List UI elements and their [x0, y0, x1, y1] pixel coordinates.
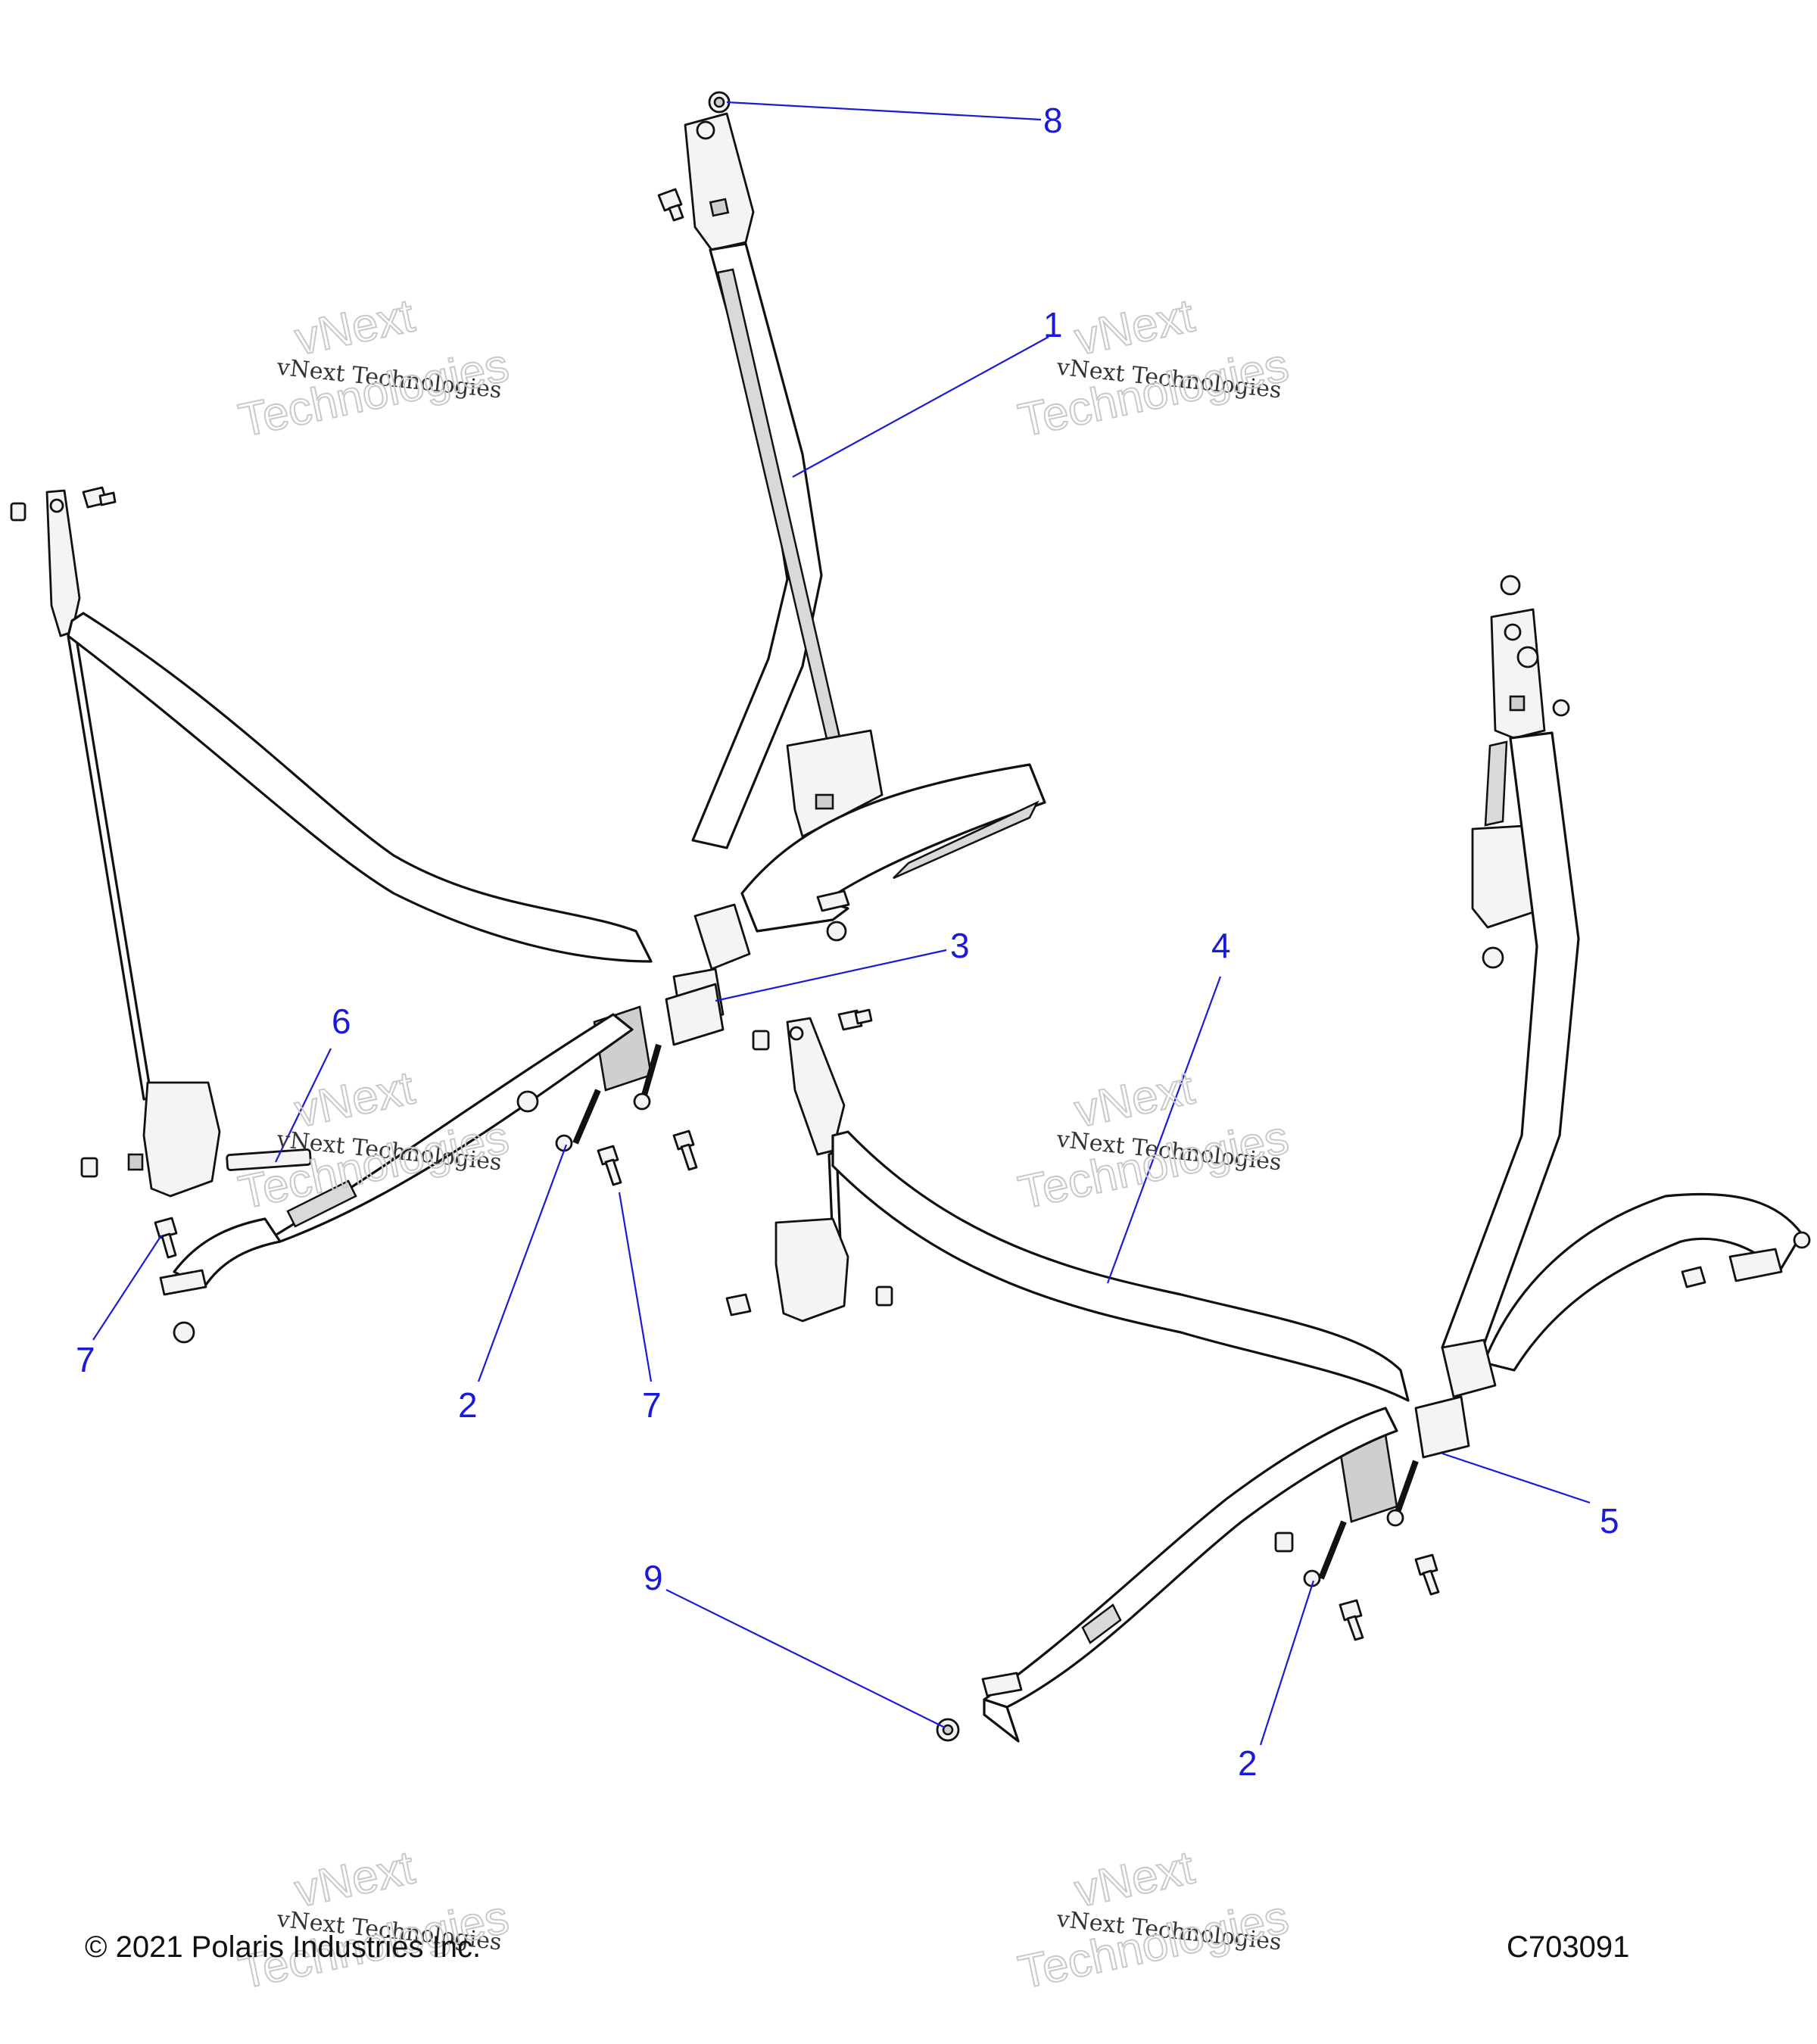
- callout-2a: 2: [458, 1385, 478, 1425]
- copyright-text: © 2021 Polaris Industries Inc.: [85, 1930, 481, 1964]
- callout-4: 4: [1211, 926, 1231, 965]
- watermark-5: vNext vNext Technologies Technologies: [234, 1840, 514, 1999]
- svg-text:Technologies: Technologies: [235, 1111, 513, 1220]
- watermark-3: vNext vNext Technologies Technologies: [234, 1061, 514, 1220]
- center-belt-assembly: [555, 91, 1046, 1152]
- svg-text:Technologies: Technologies: [235, 339, 513, 447]
- diagram-code: C703091: [1507, 1930, 1629, 1964]
- callout-9: 9: [644, 1558, 663, 1597]
- leader-lines: [92, 101, 1591, 1746]
- callout-5: 5: [1600, 1501, 1619, 1541]
- leader-8: [726, 101, 1042, 121]
- watermark-1: vNext vNext Technologies Technologies: [234, 288, 514, 447]
- svg-text:Technologies: Technologies: [1014, 1111, 1293, 1220]
- callout-7a: 7: [76, 1340, 95, 1379]
- callout-3: 3: [950, 926, 970, 965]
- svg-text:vNext: vNext: [1071, 289, 1198, 365]
- leader-4: [1106, 976, 1222, 1284]
- leader-2a: [477, 1144, 568, 1382]
- callout-2b: 2: [1238, 1743, 1258, 1783]
- leader-9: [665, 1589, 946, 1728]
- leader-2b: [1259, 1580, 1315, 1746]
- svg-text:Technologies: Technologies: [1014, 1891, 1293, 1999]
- leader-7a: [92, 1235, 162, 1341]
- watermark-6: vNext vNext Technologies Technologies: [1014, 1840, 1294, 1999]
- middle-belt-assembly: [516, 1008, 1410, 1402]
- leader-7b: [618, 1192, 653, 1382]
- leader-5: [1441, 1452, 1591, 1504]
- leader-3: [715, 949, 947, 1002]
- right-belt-assembly: [936, 575, 1811, 1743]
- svg-text:vNext: vNext: [291, 289, 419, 365]
- callout-7b: 7: [642, 1385, 662, 1425]
- svg-text:Technologies: Technologies: [1014, 339, 1293, 447]
- leader-1: [792, 336, 1049, 478]
- watermarks: vNext vNext Technologies Technologies vN…: [234, 288, 1294, 1999]
- svg-text:vNext: vNext: [291, 1061, 419, 1137]
- svg-text:vNext: vNext: [291, 1841, 419, 1917]
- callout-1: 1: [1043, 305, 1063, 344]
- footer: © 2021 Polaris Industries Inc. C703091: [85, 1930, 1629, 1964]
- svg-text:vNext: vNext: [1071, 1061, 1198, 1137]
- callout-6: 6: [332, 1002, 351, 1041]
- callout-8: 8: [1043, 101, 1063, 140]
- callout-numbers: 8 1 3 4 6 7 2 7 5 9 2: [76, 101, 1619, 1783]
- svg-text:vNext: vNext: [1071, 1841, 1198, 1917]
- leader-6: [275, 1048, 332, 1163]
- line-art: [10, 91, 1811, 1743]
- watermark-4: vNext vNext Technologies Technologies: [1014, 1061, 1294, 1220]
- left-belt-assembly: [10, 486, 653, 1344]
